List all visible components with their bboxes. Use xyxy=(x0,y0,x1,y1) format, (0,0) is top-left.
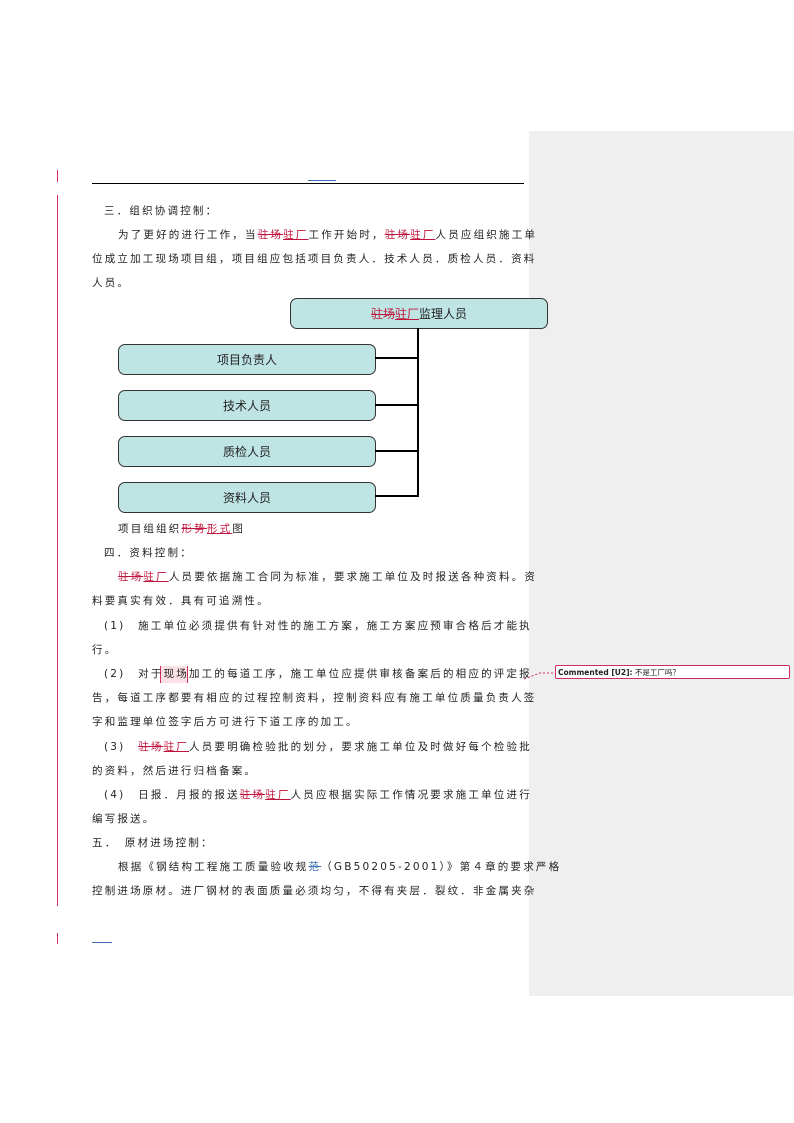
deleted-text: 范 xyxy=(308,861,322,873)
header-field-mark xyxy=(308,180,336,181)
comment-text: 不是工厂吗？ xyxy=(634,668,680,677)
paragraph-line: 驻场驻厂人员要依据施工合同为标准，要求施工单位及时报送各种资料。资 xyxy=(118,571,538,583)
org-box-project-lead: 项目负责人 xyxy=(118,344,376,375)
paragraph-line: 根据《钢结构工程施工质量验收规范（GB50205-2001）》第４章的要求严格 xyxy=(118,861,562,873)
paragraph-line: 告，每道工序都要有相应的过程控制资料，控制资料应有施工单位质量负责人签 xyxy=(92,692,537,704)
inserted-text: 形式 xyxy=(206,523,233,535)
paragraph-line: (4) 日报．月报的报送驻场驻厂人员应根据实际工作情况要求施工单位进行 xyxy=(104,789,532,801)
header-rule xyxy=(92,183,524,184)
paragraph-line: 人员。 xyxy=(92,277,131,289)
deleted-text: 驻场 xyxy=(138,741,164,753)
change-bar-bottom xyxy=(57,933,58,944)
inserted-text: 驻厂 xyxy=(283,229,309,241)
deleted-text: 驻场 xyxy=(239,789,266,801)
inserted-text: 驻厂 xyxy=(265,789,291,801)
org-connector xyxy=(375,357,419,359)
section-heading-5: 五． 原材进场控制： xyxy=(92,837,214,849)
deleted-text: 驻场 xyxy=(257,229,284,241)
org-box-documents: 资料人员 xyxy=(118,482,376,513)
org-connector xyxy=(375,450,419,452)
deleted-text: 驻场 xyxy=(118,571,144,583)
paragraph-line: 为了更好的进行工作，当驻场驻厂工作开始时，驻场驻厂人员应组织施工单 xyxy=(118,229,538,241)
commented-text: 现场 xyxy=(163,668,189,680)
paragraph-line: (3) 驻场驻厂人员要明确检验批的划分，要求施工单位及时做好每个检验批 xyxy=(104,741,532,753)
inserted-text: 驻厂 xyxy=(410,229,436,241)
paragraph-line: 字和监理单位签字后方可进行下道工序的加工。 xyxy=(92,716,359,728)
footer-field-mark xyxy=(92,942,112,943)
paragraph-line: 的资料，然后进行归档备案。 xyxy=(92,765,258,777)
deleted-text: 驻场 xyxy=(384,229,411,241)
paragraph-line: 位成立加工现场项目组，项目组应包括项目负责人．技术人员．质检人员．资料 xyxy=(92,253,537,265)
comment-author: Commented [U2]: xyxy=(558,668,633,677)
paragraph-line: (1) 施工单位必须提供有针对性的施工方案，施工方案应预审合格后才能执 xyxy=(104,620,532,632)
org-connector-vertical xyxy=(417,328,419,497)
paragraph-line: 行。 xyxy=(92,644,118,656)
inserted-text: 驻厂 xyxy=(143,571,169,583)
figure-caption: 项目组组织形势形式图 xyxy=(118,523,246,535)
change-bar-top xyxy=(57,170,58,182)
inserted-text: 驻厂 xyxy=(163,741,189,753)
section-heading-3: 三．组织协调控制： xyxy=(104,205,219,217)
comment-anchor-highlight[interactable] xyxy=(160,666,188,683)
paragraph-line: 控制进场原材。进厂钢材的表面质量必须均匀，不得有夹层．裂纹．非金属夹杂 xyxy=(92,885,537,897)
paragraph-line: 料要真实有效．具有可追溯性。 xyxy=(92,595,270,607)
comment-balloon[interactable]: Commented [U2]: 不是工厂吗？ xyxy=(555,665,790,679)
org-box-supervisor: 驻场驻厂监理人员 xyxy=(290,298,548,329)
paragraph-line: (2) 对于现场加工的每道工序，施工单位应提供审核备案后的相应的评定报 xyxy=(104,668,532,680)
org-box-technical: 技术人员 xyxy=(118,390,376,421)
org-connector xyxy=(375,495,419,497)
comment-margin-panel xyxy=(529,131,794,996)
org-box-quality: 质检人员 xyxy=(118,436,376,467)
paragraph-line: 编写报送。 xyxy=(92,813,156,825)
deleted-text: 形势 xyxy=(181,523,207,535)
section-heading-4: 四．资料控制： xyxy=(104,547,193,559)
org-connector xyxy=(375,404,419,406)
change-bar-main xyxy=(57,195,58,906)
